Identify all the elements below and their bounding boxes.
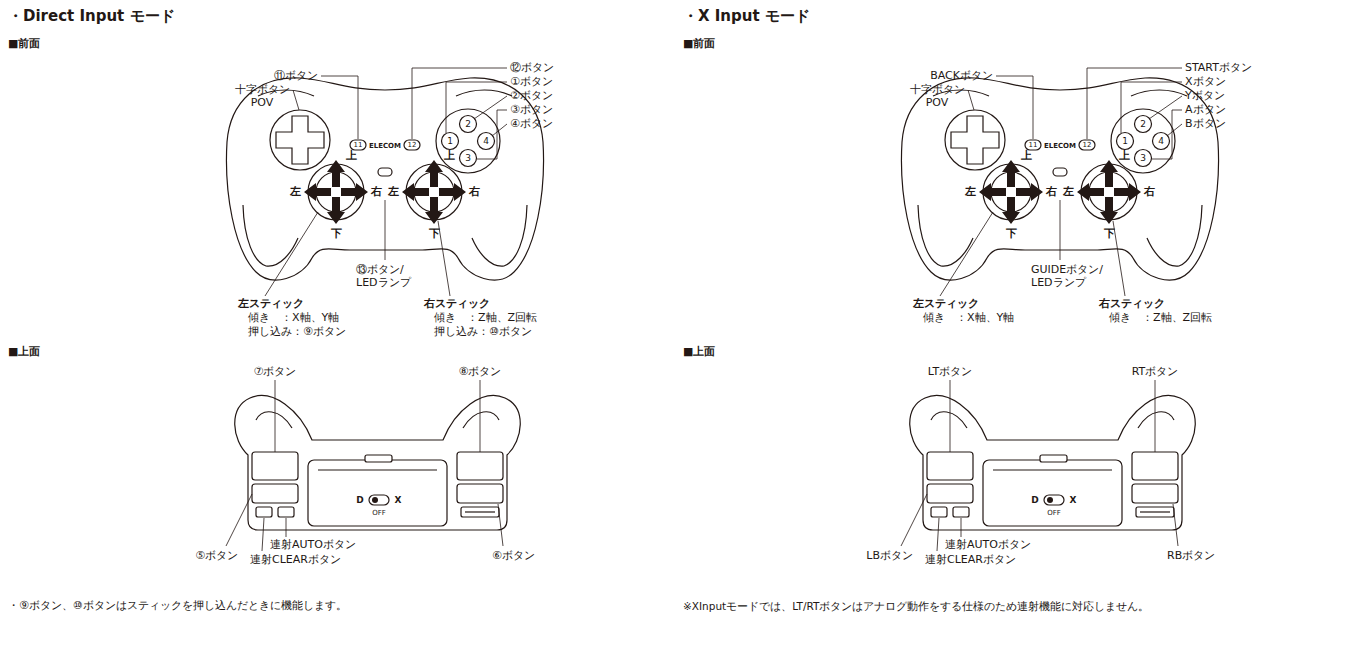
button-print: 3 xyxy=(465,153,471,164)
footnote: ※XInputモードでは、LT/RTボタンはアナログ動作をする仕様のため連射機能… xyxy=(683,600,1149,613)
callout-label: ⑤ボタン xyxy=(195,549,238,562)
section-heading: ■上面 xyxy=(683,345,715,358)
direction-label: 下 xyxy=(1104,227,1115,240)
callout-label: 十字ボタン POV xyxy=(902,83,972,109)
mode-heading: ・X Input モード xyxy=(683,7,810,25)
callout-label: Bボタン xyxy=(1185,117,1226,130)
callout-label: STARTボタン xyxy=(1185,61,1252,74)
direction-label: 左 xyxy=(290,185,301,198)
stick-heading: 左スティック xyxy=(913,297,979,310)
footnote: ・⑨ボタン、⑩ボタンはスティックを押し込んだときに機能します。 xyxy=(8,599,347,612)
button-print: 4 xyxy=(1158,136,1164,147)
callout-label: ⑬ボタン/ LEDランプ xyxy=(356,263,424,289)
switch-print: X xyxy=(1070,495,1077,506)
switch-print: D xyxy=(1031,495,1038,506)
brand-print: ELECOM xyxy=(369,142,401,150)
callout-label: ②ボタン xyxy=(510,89,553,102)
callout-label: Xボタン xyxy=(1185,75,1226,88)
stick-spec: 傾き ：X軸、Y軸 xyxy=(923,311,1014,324)
direction-label: 左 xyxy=(965,185,976,198)
direction-label: 下 xyxy=(429,227,440,240)
callout-label: ⑦ボタン xyxy=(254,365,297,378)
direction-label: 右 xyxy=(371,185,382,198)
callout-label: 連射AUTOボタン xyxy=(270,538,356,551)
section-heading: ■前面 xyxy=(683,37,715,50)
callout-label: ⑪ボタン xyxy=(274,69,318,82)
direction-label: 上 xyxy=(444,149,455,162)
callout-label: ①ボタン xyxy=(510,75,553,88)
switch-print: D xyxy=(356,495,363,506)
callout-label: ⑫ボタン xyxy=(510,61,554,74)
switch-print: OFF xyxy=(1047,509,1061,517)
direction-label: 上 xyxy=(1021,149,1032,162)
gamepad-drawing xyxy=(901,68,1219,551)
direction-label: 下 xyxy=(1006,227,1017,240)
switch-print: X xyxy=(395,495,402,506)
button-print: 12 xyxy=(408,141,417,149)
stick-spec: 傾き ：X軸、Y軸 xyxy=(248,311,339,324)
callout-label: LTボタン xyxy=(928,365,972,378)
callout-label: 連射CLEARボタン xyxy=(250,553,341,566)
direction-label: 上 xyxy=(1119,149,1130,162)
stick-spec: 傾き ：Z軸、Z回転 xyxy=(1109,311,1212,324)
section-heading: ■上面 xyxy=(8,345,40,358)
brand-print: ELECOM xyxy=(1044,142,1076,150)
callout-label: ⑥ボタン xyxy=(492,549,535,562)
callout-label: RBボタン xyxy=(1167,549,1215,562)
direction-label: 上 xyxy=(346,149,357,162)
direction-label: 右 xyxy=(1046,185,1057,198)
callout-label: GUIDEボタン/ LEDランプ xyxy=(1031,263,1117,289)
callout-label: ④ボタン xyxy=(510,117,553,130)
callout-label: LBボタン xyxy=(866,549,913,562)
stick-spec: 押し込み：⑨ボタン xyxy=(248,325,346,338)
direction-label: 左 xyxy=(388,185,399,198)
stick-heading: 右スティック xyxy=(424,297,490,310)
switch-print: OFF xyxy=(372,509,386,517)
stick-heading: 左スティック xyxy=(238,297,304,310)
callout-label: Aボタン xyxy=(1185,103,1226,116)
direction-label: 下 xyxy=(331,227,342,240)
callout-label: Yボタン xyxy=(1185,89,1225,102)
callout-label: 十字ボタン POV xyxy=(227,83,297,109)
stick-heading: 右スティック xyxy=(1099,297,1165,310)
direction-label: 右 xyxy=(469,185,480,198)
callout-label: 連射CLEARボタン xyxy=(925,553,1016,566)
callout-label: RTボタン xyxy=(1132,365,1179,378)
button-print: 1 xyxy=(1122,136,1128,147)
mode-heading: ・Direct Input モード xyxy=(8,7,175,25)
button-print: 11 xyxy=(354,141,363,149)
callout-label: BACKボタン xyxy=(930,69,993,82)
button-print: 2 xyxy=(465,119,471,130)
stick-spec: 押し込み：⑩ボタン xyxy=(434,325,532,338)
button-print: 1 xyxy=(447,136,453,147)
button-print: 3 xyxy=(1140,153,1146,164)
direction-label: 右 xyxy=(1144,185,1155,198)
callout-label: ③ボタン xyxy=(510,103,553,116)
button-print: 12 xyxy=(1083,141,1092,149)
section-heading: ■前面 xyxy=(8,37,40,50)
callout-label: ⑧ボタン xyxy=(459,365,502,378)
direction-label: 左 xyxy=(1063,185,1074,198)
button-print: 11 xyxy=(1029,141,1038,149)
button-print: 4 xyxy=(483,136,489,147)
callout-label: 連射AUTOボタン xyxy=(945,538,1031,551)
stick-spec: 傾き ：Z軸、Z回転 xyxy=(434,311,537,324)
gamepad-drawing xyxy=(226,68,544,551)
button-print: 2 xyxy=(1140,119,1146,130)
